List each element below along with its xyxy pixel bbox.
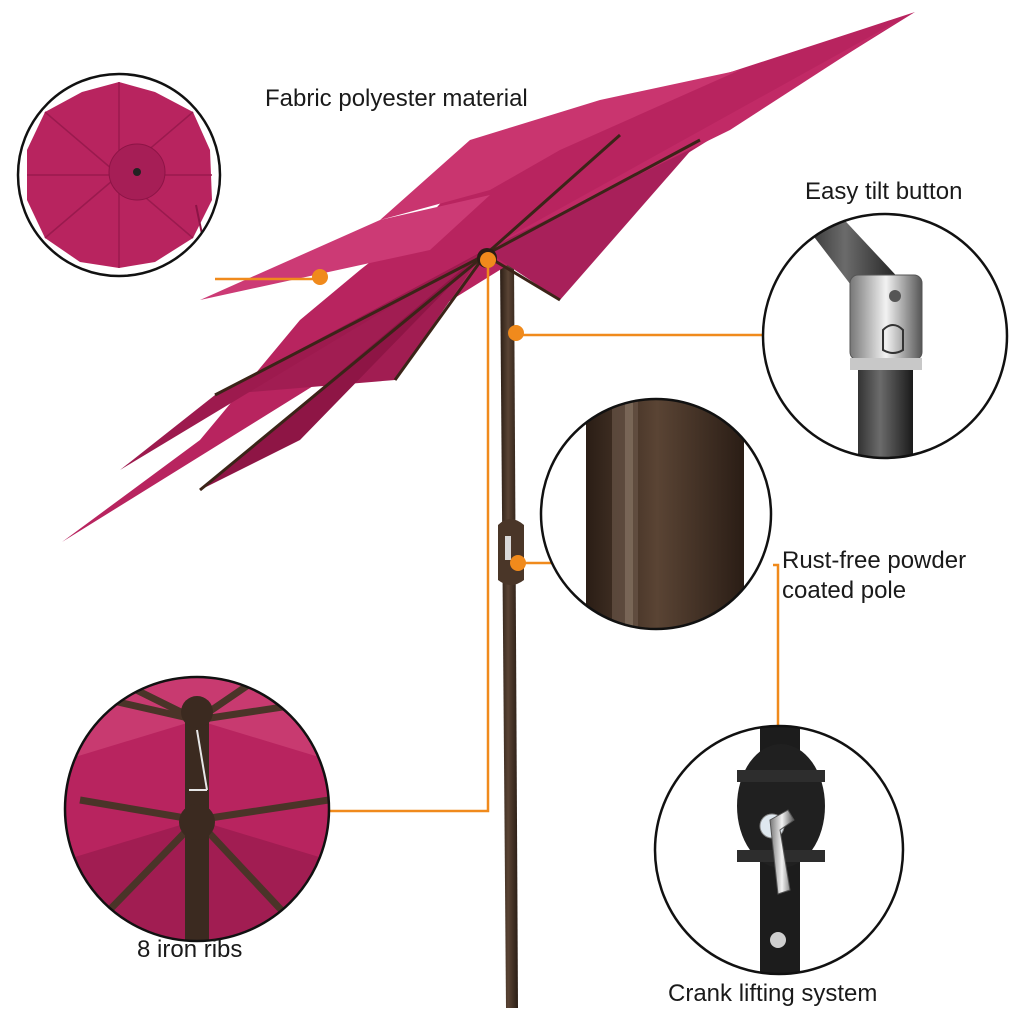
crank-detail-circle [653, 724, 905, 976]
pole-detail-circle [539, 397, 773, 631]
callout-dots [312, 252, 526, 571]
tilt-label: Easy tilt button [805, 178, 963, 205]
main-pole [498, 260, 524, 1008]
fabric-label: Fabric polyester material [265, 85, 528, 112]
callout-lines [215, 260, 780, 813]
pole-label-line1: Rust-free powder [782, 547, 967, 574]
ribs-detail-circle [63, 675, 331, 943]
fabric-detail-circle [16, 72, 222, 278]
tilt-detail-circle [761, 212, 1009, 460]
pole-label: Rust-free powder coated pole [782, 546, 966, 606]
pole-label-line2: coated pole [782, 577, 907, 604]
crank-label: Crank lifting system [668, 980, 878, 1007]
ribs-label: 8 iron ribs [137, 936, 243, 963]
